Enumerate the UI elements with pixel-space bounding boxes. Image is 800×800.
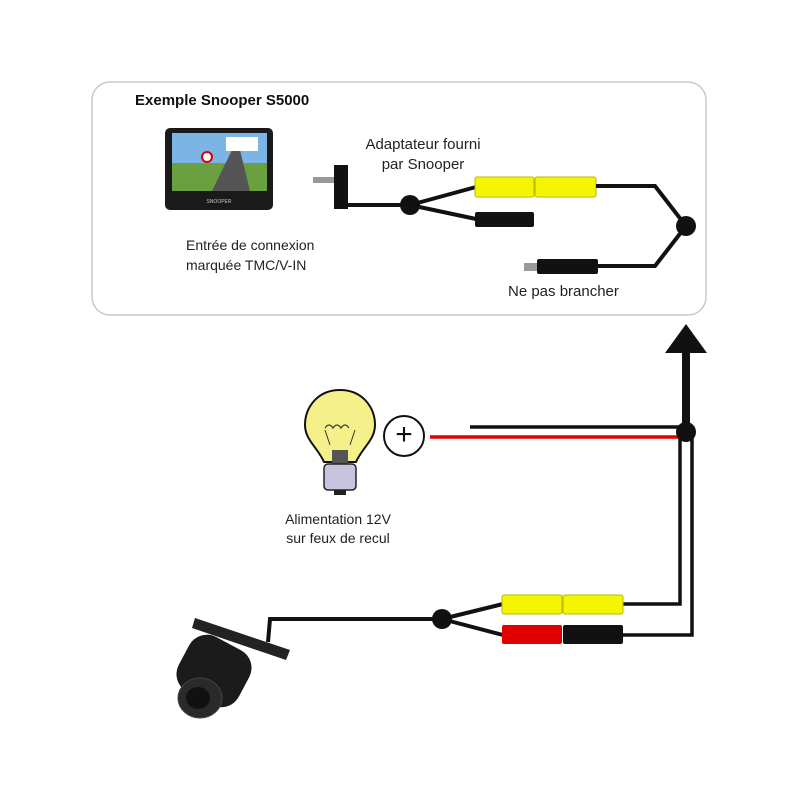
reversing-camera [176,618,290,719]
light-bulb-icon [303,388,377,495]
unused-plug-tip [524,263,538,271]
plug-pin [313,177,335,183]
input-label: Entrée de connexion marquée TMC/V-IN [186,235,314,275]
power-label-line1: Alimentation 12V [285,511,391,527]
unused-plug [537,259,598,274]
camera-junction [432,609,452,629]
yellow-connector-adapter-2 [534,176,597,198]
adapter-junction [400,195,420,215]
gps-device: SNOOPER [165,128,273,210]
power-label: Alimentation 12V sur feux de recul [258,510,418,548]
adapter-label: Adaptateur fourni par Snooper [343,135,503,175]
adapter-plug [334,165,348,209]
do-not-connect-label: Ne pas brancher [508,283,619,300]
input-label-line2: marquée TMC/V-IN [186,257,307,273]
adapter-label-line1: Adaptateur fourni [365,136,481,153]
plus-icon [383,415,425,457]
output-junction [676,216,696,236]
gps-brand-logo: SNOOPER [206,199,231,205]
page-title: Exemple Snooper S5000 [135,92,310,109]
yellow-connector-camera-1 [501,594,563,615]
black-connector-adapter [475,212,534,227]
yellow-connector-adapter-1 [474,176,535,198]
power-label-line2: sur feux de recul [286,530,390,546]
black-connector-camera [563,625,623,644]
adapter-label-line2: par Snooper [381,156,465,173]
arrow-up-icon [665,324,707,353]
yellow-connector-camera-2 [562,594,624,615]
input-label-line1: Entrée de connexion [186,237,315,253]
red-connector-camera [502,625,562,644]
plus-symbol: + [395,418,413,451]
